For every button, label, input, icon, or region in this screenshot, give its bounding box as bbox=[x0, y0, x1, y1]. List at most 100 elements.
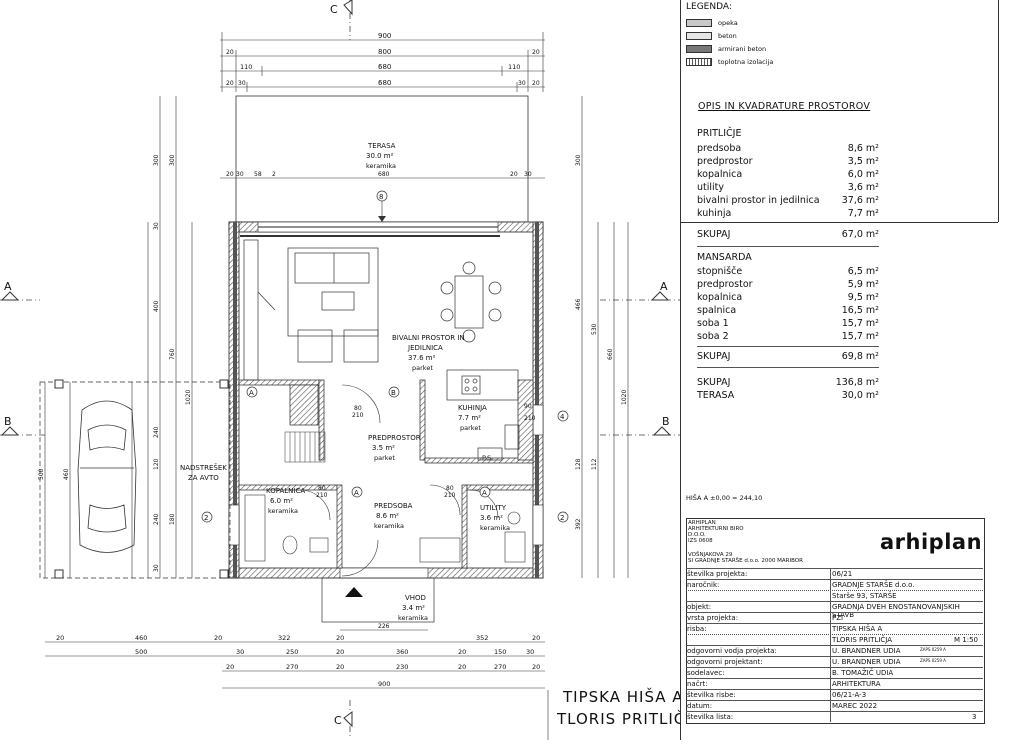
room-name-ps: P.S. bbox=[482, 454, 493, 462]
interior-walls bbox=[238, 379, 534, 569]
dim-label: 20 bbox=[532, 80, 540, 87]
carport bbox=[39, 379, 231, 579]
svg-text:460: 460 bbox=[135, 634, 147, 642]
svg-text:128: 128 bbox=[575, 458, 582, 470]
room-floor-bivalni: parket bbox=[412, 364, 433, 372]
svg-text:20: 20 bbox=[510, 171, 518, 178]
svg-text:180: 180 bbox=[169, 513, 176, 525]
height-note: HIŠA A ±0,00 = 244,10 bbox=[686, 494, 763, 502]
titleblock-row: naročnik:GRADNJE STARŠE d.o.o. bbox=[686, 579, 983, 591]
room-area-vhod: 3.4 m² bbox=[402, 604, 425, 612]
divider bbox=[697, 367, 879, 368]
titleblock-row: sodelavec:B. TOMAŽIČ UDIA bbox=[686, 667, 983, 679]
room-floor-vhod: keramika bbox=[398, 614, 428, 622]
svg-text:680: 680 bbox=[378, 171, 390, 178]
svg-text:80: 80 bbox=[446, 485, 454, 492]
firm-address: VOŠNJAKOVA 29 SI GRADNJE STARŠE d.o.o. 2… bbox=[688, 552, 803, 564]
svg-text:1020: 1020 bbox=[185, 390, 192, 405]
room-area-kopalnica: 6.0 m² bbox=[270, 497, 293, 505]
swatch bbox=[686, 58, 712, 66]
svg-text:20: 20 bbox=[532, 663, 540, 671]
section-label: C bbox=[330, 3, 338, 16]
drawing-title-1: TIPSKA HIŠA A bbox=[562, 687, 680, 706]
swatch bbox=[686, 19, 712, 27]
svg-text:270: 270 bbox=[494, 663, 506, 671]
svg-text:8: 8 bbox=[379, 193, 383, 201]
svg-text:20: 20 bbox=[336, 663, 344, 671]
svg-text:A: A bbox=[249, 389, 254, 397]
svg-text:150: 150 bbox=[494, 648, 506, 656]
pritlicje-label: PRITLIČJE bbox=[697, 128, 742, 139]
titleblock-row: objekt:GRADNJA DVEH ENOSTANOVANJSKIH STA… bbox=[686, 601, 983, 619]
room-area-predprostor: 3.5 m² bbox=[372, 444, 395, 452]
room-area-kuhinja: 7.7 m² bbox=[458, 414, 481, 422]
svg-text:20: 20 bbox=[56, 634, 64, 642]
dim-left-labels: 300 300 30 400 760 1020 500 460 240 120 … bbox=[38, 154, 192, 572]
svg-text:210: 210 bbox=[352, 412, 364, 419]
svg-text:20: 20 bbox=[532, 634, 540, 642]
entrance bbox=[321, 577, 435, 623]
dim-label: 20 bbox=[226, 80, 234, 87]
svg-text:210: 210 bbox=[524, 415, 536, 422]
svg-text:80: 80 bbox=[354, 405, 362, 412]
room-area-utility: 3.6 m² bbox=[480, 514, 503, 522]
section-marker-c-bottom: C bbox=[334, 700, 353, 738]
svg-text:B: B bbox=[391, 389, 396, 397]
room-floor-terasa: keramika bbox=[366, 162, 396, 170]
room-floor-kuhinja: parket bbox=[460, 424, 481, 432]
dim-label: 20 bbox=[226, 49, 234, 56]
svg-text:2: 2 bbox=[204, 514, 208, 522]
room-name-terasa: TERASA bbox=[367, 142, 396, 150]
svg-text:530: 530 bbox=[591, 323, 598, 335]
svg-text:300: 300 bbox=[575, 154, 582, 166]
svg-text:30: 30 bbox=[153, 222, 160, 230]
dim-label: 110 bbox=[508, 63, 520, 71]
arhiplan-logo: arhiplan bbox=[880, 530, 983, 554]
titleblock-column bbox=[830, 568, 831, 722]
room-name-bivalni: BIVALNI PROSTOR IN bbox=[392, 334, 465, 342]
dim-bottom-labels: 20 460 20 322 20 352 20 500 30 250 20 36… bbox=[56, 634, 540, 688]
axis-markers-ab: A A A B 4 2 2 bbox=[201, 386, 569, 523]
dim-label: 680 bbox=[378, 79, 391, 87]
room-name-predsoba: PREDSOBA bbox=[374, 502, 413, 510]
svg-text:250: 250 bbox=[286, 648, 298, 656]
svg-text:322: 322 bbox=[278, 634, 290, 642]
svg-text:20: 20 bbox=[214, 634, 222, 642]
svg-text:300: 300 bbox=[153, 154, 160, 166]
svg-text:660: 660 bbox=[607, 348, 614, 360]
svg-text:20: 20 bbox=[458, 648, 466, 656]
svg-text:230: 230 bbox=[396, 663, 408, 671]
dim-label: 30 bbox=[518, 80, 526, 87]
opis-title: OPIS IN KVADRATURE PROSTOROV bbox=[698, 101, 871, 112]
dim-right-labels: 300 466 530 660 1020 128 112 392 bbox=[575, 154, 628, 530]
section-marker-a-left: A bbox=[0, 280, 40, 301]
svg-text:20: 20 bbox=[336, 648, 344, 656]
svg-text:30: 30 bbox=[153, 564, 160, 572]
room-name-bivalni-2: JEDILNICA bbox=[407, 344, 443, 352]
room-floor-kopalnica: keramika bbox=[268, 507, 298, 515]
svg-text:400: 400 bbox=[153, 300, 160, 312]
svg-text:460: 460 bbox=[63, 468, 70, 480]
room-name-kopalnica: KOPALNICA bbox=[266, 487, 305, 495]
carport-label: NADSTREŠEK bbox=[180, 463, 227, 472]
section-marker-b-left: B bbox=[0, 415, 45, 436]
room-area-predsoba: 8.6 m² bbox=[376, 512, 399, 520]
room-area-bivalni: 37.6 m² bbox=[408, 354, 436, 362]
exterior-walls bbox=[228, 221, 544, 579]
firm-block: ARHIPLAN ARHITEKTURNI BIRO D.O.O. IZS 06… bbox=[688, 520, 744, 544]
carport-label-2: ZA AVTO bbox=[188, 474, 219, 482]
dim-label: 900 bbox=[378, 32, 391, 40]
svg-text:2: 2 bbox=[272, 171, 276, 178]
dim-label: 226 bbox=[378, 623, 390, 630]
swatch bbox=[686, 45, 712, 53]
titleblock-row: načrt:ARHITEKTURA bbox=[686, 678, 983, 690]
svg-text:30: 30 bbox=[236, 648, 244, 656]
